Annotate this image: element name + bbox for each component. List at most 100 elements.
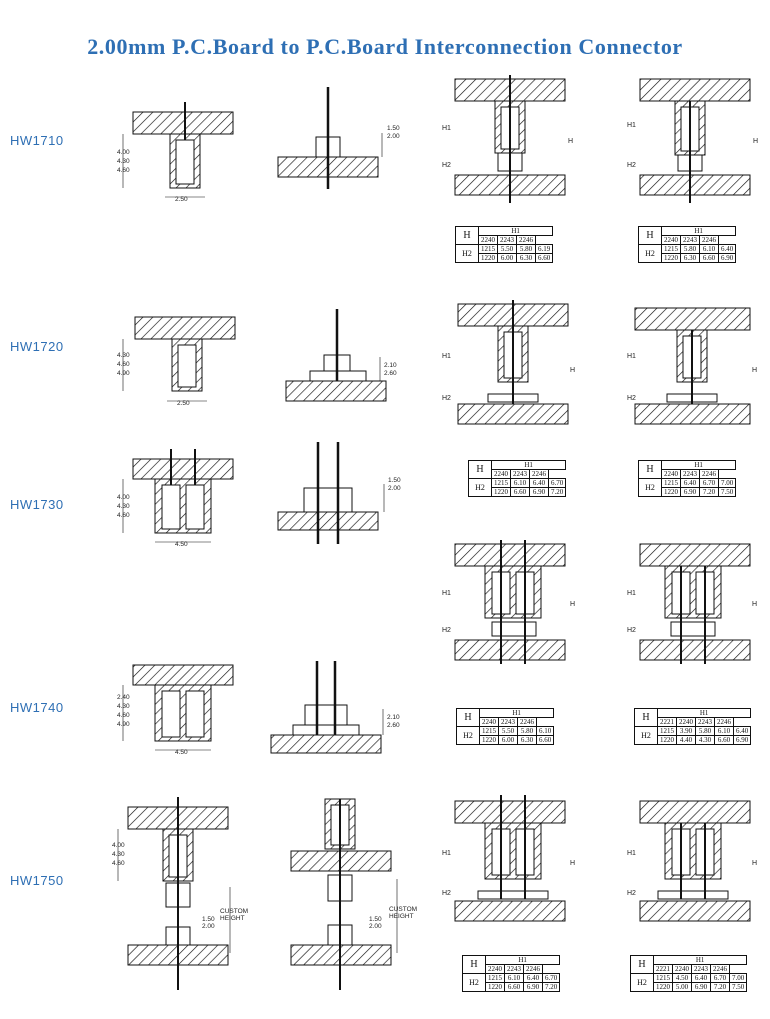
table-cell: 7.20 [699, 487, 719, 497]
h1-header: H1 [656, 708, 752, 718]
h1-label: H1 [627, 122, 636, 129]
table-cell: 7.00 [728, 973, 748, 983]
h2-header: H2 [456, 726, 480, 745]
table-cell: 6.10 [535, 726, 555, 736]
page-title: 2.00mm P.C.Board to P.C.Board Interconne… [87, 34, 683, 59]
col-header: 2246 [699, 469, 719, 479]
col-header: 2246 [714, 717, 734, 727]
dim-text: 4.30 [117, 352, 130, 359]
model-label-hw1730: HW1730 [10, 497, 64, 512]
h-header: H [462, 955, 486, 974]
h2-label: H2 [442, 162, 451, 169]
h1-label: H1 [442, 125, 451, 132]
row-code: 1220 [657, 735, 677, 745]
col-header: 2221 [657, 717, 677, 727]
table-cell: 6.60 [504, 982, 524, 992]
dim-text: 4.50 [175, 749, 188, 756]
table-cell: 7.20 [547, 487, 567, 497]
h1-label: H1 [627, 353, 636, 360]
hw1710-assembly-1: H1 H2 H [442, 75, 573, 203]
table-cell: 6.70 [547, 478, 567, 488]
h1-header: H1 [660, 460, 737, 470]
col-header: 2243 [497, 235, 517, 245]
table-cell: 6.90 [732, 735, 752, 745]
table-cell: 6.40 [523, 973, 543, 983]
col-header: 2246 [517, 717, 537, 727]
h1-label: H1 [442, 850, 451, 857]
col-header: 2243 [691, 964, 711, 974]
h1-header: H1 [660, 226, 737, 236]
table-cell: 6.19 [534, 244, 554, 254]
table-cell: 3.90 [676, 726, 696, 736]
h-header: H [468, 460, 492, 479]
table-cell: 6.90 [680, 487, 700, 497]
col-header: 2243 [680, 469, 700, 479]
row-code: 1215 [479, 726, 499, 736]
dim-text: 2.00 [387, 133, 400, 140]
table-cell: 6.90 [523, 982, 543, 992]
dim-text: 2.00 [369, 923, 382, 930]
table-cell: 5.50 [498, 726, 518, 736]
dim-text: 2.00 [388, 485, 401, 492]
row-code: 1215 [661, 244, 681, 254]
hw1720-socket-drawing: 4.30 4.60 4.90 2.50 [117, 316, 236, 407]
hw1740-pin-drawing: 2.10 2.60 [270, 661, 400, 754]
table-cell: 6.90 [691, 982, 711, 992]
col-header: 2221 [653, 964, 673, 974]
col-header: 2246 [529, 469, 549, 479]
dim-text: 2.10 [384, 362, 397, 369]
dim-text: 4.30 [117, 503, 130, 510]
h2-header: H2 [462, 973, 486, 992]
h-header: H [638, 460, 662, 479]
table-cell: 6.60 [534, 253, 554, 263]
table-cell: 6.40 [529, 478, 549, 488]
dim-text: 1.50 [202, 916, 215, 923]
row-code: 1220 [661, 253, 681, 263]
h-header: H [455, 226, 479, 245]
table-cell: 6.40 [691, 973, 711, 983]
h2-label: H2 [627, 627, 636, 634]
model-label-hw1710: HW1710 [10, 133, 64, 148]
row-code: 1215 [491, 478, 511, 488]
hw1730-assembly-1: H1 H2 H [442, 540, 575, 664]
hw1710-pin-drawing: 1.50 2.00 [277, 87, 400, 189]
table-cell: 4.30 [695, 735, 715, 745]
dim-text: 2.40 [117, 694, 130, 701]
col-header: 2240 [491, 469, 511, 479]
dim-text: CUSTOM [220, 908, 248, 915]
dim-text: 2.50 [177, 400, 190, 407]
h-header: H [638, 226, 662, 245]
h2-label: H2 [627, 890, 636, 897]
h2-label: H2 [442, 627, 451, 634]
hw1720-assembly-2: H1 H2 H [627, 307, 757, 425]
table-cell: 5.80 [695, 726, 715, 736]
hw1750-socket-drawing: 4.00 4.30 4.60 CUSTOM HEIGHT 1.50 2.00 [112, 797, 248, 990]
table-cell: 6.70 [710, 973, 730, 983]
table-cell: 6.10 [699, 244, 719, 254]
hw1710-assembly-2: H1 H2 H [627, 78, 758, 203]
col-header: 2240 [479, 717, 499, 727]
table-cell: 6.70 [541, 973, 561, 983]
h-label: H [753, 138, 758, 145]
model-label-hw1750: HW1750 [10, 873, 64, 888]
h1-label: H1 [627, 590, 636, 597]
table-cell: 4.40 [676, 735, 696, 745]
table-cell: 6.70 [699, 478, 719, 488]
table-cell: 7.50 [728, 982, 748, 992]
h1-header: H1 [490, 460, 567, 470]
table-cell: 5.80 [517, 726, 537, 736]
dim-text: CUSTOM [389, 906, 417, 913]
table-cell: 6.10 [714, 726, 734, 736]
table-cell: 7.20 [541, 982, 561, 992]
dim-text: 4.60 [117, 361, 130, 368]
table-cell: 6.30 [516, 253, 536, 263]
dim-text: 1.50 [387, 125, 400, 132]
dim-text: 4.30 [117, 158, 130, 165]
col-header: 2240 [672, 964, 692, 974]
